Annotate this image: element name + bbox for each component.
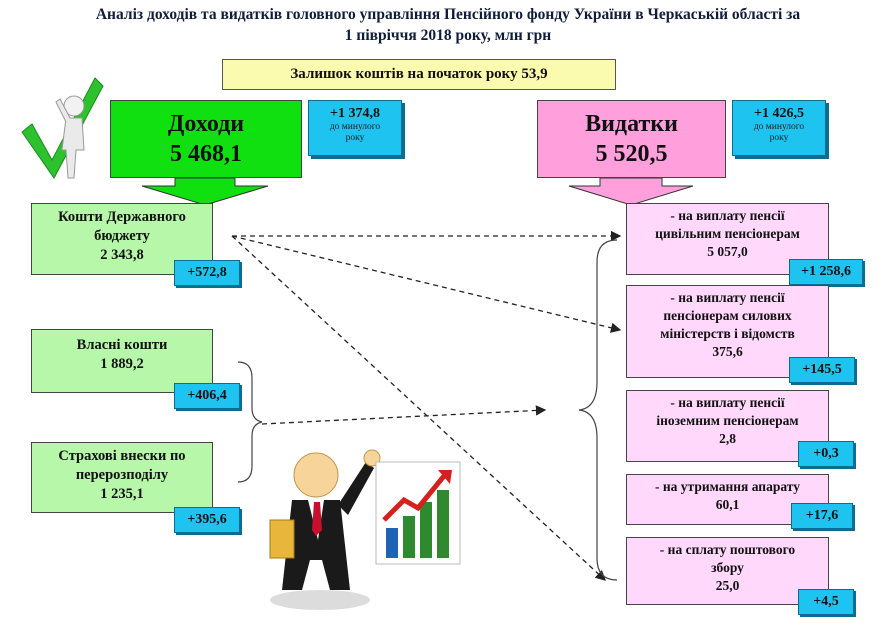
expense-label: Видатки — [585, 111, 678, 137]
expense-label-2: цивільним пенсіонерам — [655, 226, 800, 241]
source-label-2: перерозподілу — [75, 467, 169, 483]
expense-value: 60,1 — [715, 497, 740, 512]
expense-change-tag: +145,5 — [789, 357, 855, 383]
expense-change-tag: +17,6 — [791, 503, 853, 529]
expense-value: 25,0 — [715, 578, 740, 593]
expense-foreign-pensions: - на виплату пенсії іноземним пенсіонера… — [626, 390, 829, 462]
income-down-arrow — [141, 177, 269, 206]
expense-label-1: - на сплату поштового — [659, 542, 796, 557]
flow-arrow-own-to-expenses — [261, 405, 547, 425]
expenses-brace — [578, 239, 618, 581]
source-own-funds: Власні кошти 1 889,2 — [31, 329, 213, 393]
expense-label-3: міністерств і відомств — [660, 326, 795, 341]
page-title: Аналіз доходів та видатків головного упр… — [0, 4, 896, 46]
expense-value: 2,8 — [719, 431, 736, 446]
growth-chart-icon — [375, 461, 461, 565]
expense-label-2: збору — [711, 560, 744, 575]
income-value: 5 468,1 — [170, 141, 242, 167]
checkmark-figure-icon — [21, 77, 104, 179]
income-label: Доходи — [167, 111, 245, 137]
source-change-tag: +406,4 — [174, 383, 240, 409]
source-label-1: Страхові внески по — [58, 448, 186, 464]
income-change-scroll: +1 374,8 до минулого року — [308, 100, 402, 156]
expense-value: 5 057,0 — [707, 244, 748, 259]
expense-value: 375,6 — [712, 344, 743, 359]
source-label-1: Власні кошти — [76, 337, 168, 353]
source-label-2: бюджету — [94, 228, 150, 244]
expense-box: Видатки 5 520,5 — [537, 100, 726, 178]
expense-change-value: +1 426,5 — [754, 106, 804, 121]
expense-change-note-2: року — [769, 133, 789, 143]
flow-arrow-budget-postal — [231, 235, 606, 581]
flow-arrows — [231, 230, 622, 581]
source-value: 1 889,2 — [100, 356, 144, 372]
sources-brace — [237, 361, 263, 483]
source-value: 1 235,1 — [100, 486, 144, 502]
businessman-presenting-icon — [269, 449, 381, 610]
income-change-note-1: до минулого — [329, 122, 381, 132]
source-insurance-redistribution: Страхові внески по перерозподілу 1 235,1 — [31, 442, 213, 513]
source-change-tag: +395,6 — [174, 507, 240, 533]
income-change-note-2: року — [345, 133, 365, 143]
income-change-value: +1 374,8 — [330, 106, 380, 121]
expense-change-note-1: до минулого — [753, 122, 805, 132]
expense-change-tag: +1 258,6 — [789, 259, 863, 285]
expense-down-arrow — [568, 177, 694, 206]
expense-change-tag: +4,5 — [798, 589, 854, 615]
source-value: 2 343,8 — [100, 247, 144, 263]
title-line-1: Аналіз доходів та видатків головного упр… — [95, 6, 801, 23]
expense-label-1: - на виплату пенсії — [670, 208, 785, 223]
expense-value: 5 520,5 — [595, 141, 668, 167]
expense-change-scroll: +1 426,5 до минулого року — [732, 100, 826, 156]
expense-label-2: іноземним пенсіонерам — [656, 413, 799, 428]
opening-balance-box: Залишок коштів на початок року 53,9 — [222, 59, 616, 90]
expense-change-tag: +0,3 — [798, 441, 854, 467]
title-line-2: 1 півріччя 2018 року, млн грн — [344, 27, 552, 44]
expense-label-2: пенсіонерам силових — [663, 308, 792, 323]
expense-postal-fee: - на сплату поштового збору 25,0 — [626, 537, 829, 605]
source-label-1: Кошти Державного — [58, 209, 186, 225]
income-box: Доходи 5 468,1 — [110, 100, 302, 178]
flow-arrow-budget-security — [231, 235, 622, 333]
source-change-tag: +572,8 — [174, 260, 240, 286]
expense-label-1: - на утримання апарату — [655, 479, 800, 494]
expense-label-1: - на виплату пенсії — [670, 290, 785, 305]
expense-label-1: - на виплату пенсії — [670, 395, 785, 410]
